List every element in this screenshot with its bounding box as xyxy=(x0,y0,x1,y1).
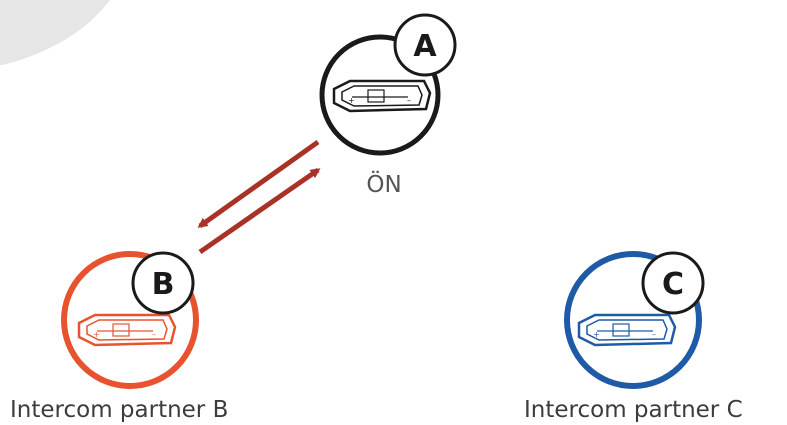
badge-a-letter: A xyxy=(413,29,437,64)
badge-b-letter: B xyxy=(152,267,175,302)
corner-decoration xyxy=(0,0,110,65)
badge-a-circle xyxy=(393,13,457,77)
svg-text:–: – xyxy=(652,330,656,339)
headset-device-icon: + – xyxy=(577,313,677,347)
node-a: + – A xyxy=(319,13,457,156)
node-b: + – B xyxy=(61,251,199,389)
headset-device-icon: + – xyxy=(332,79,432,113)
badge-c-letter: C xyxy=(662,267,684,302)
badge-c-circle xyxy=(641,251,705,315)
svg-text:–: – xyxy=(152,330,156,339)
pairing-arrows xyxy=(197,139,321,255)
svg-text:+: + xyxy=(593,330,600,339)
svg-text:+: + xyxy=(93,330,100,339)
headset-device-icon: + – xyxy=(77,313,177,347)
node-a-caption: ÖN xyxy=(366,172,402,198)
arrow-b-to-a xyxy=(198,167,321,255)
svg-text:–: – xyxy=(407,96,411,105)
arrow-a-to-b xyxy=(197,139,320,229)
svg-text:+: + xyxy=(348,96,355,105)
badge-b-circle xyxy=(131,251,195,315)
node-b-caption: Intercom partner B xyxy=(10,397,229,423)
node-c-caption: Intercom partner C xyxy=(524,397,743,423)
node-c: + – C xyxy=(564,251,705,389)
